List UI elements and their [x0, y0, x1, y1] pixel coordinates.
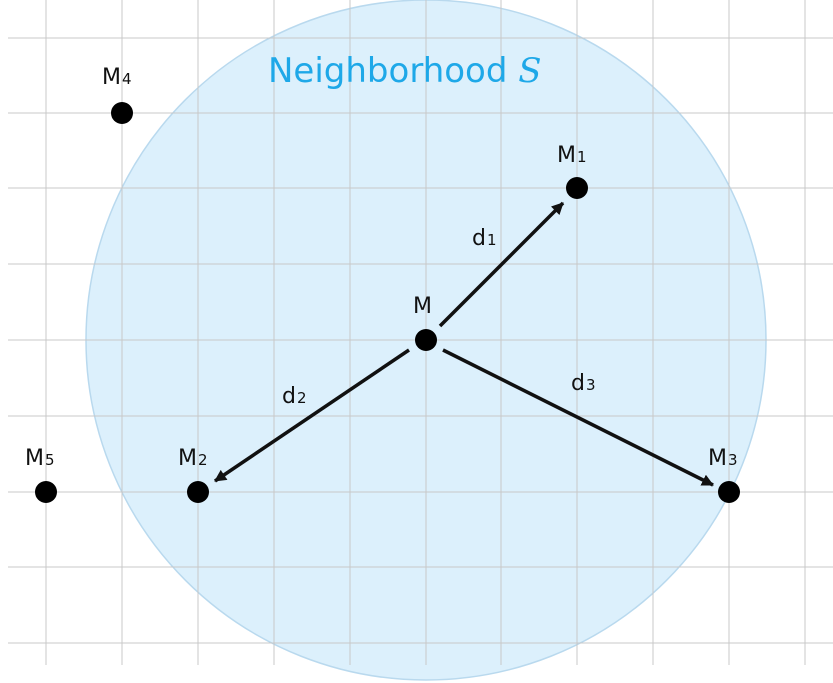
label-d2: d2 — [282, 384, 307, 409]
point-m5 — [35, 481, 57, 503]
label-m: M — [413, 294, 432, 319]
arrow-d2 — [214, 348, 410, 483]
label-m5: M5 — [25, 446, 55, 471]
neighborhood-title: Neighborhood S — [268, 51, 542, 91]
point-m2 — [187, 481, 209, 503]
label-d3: d3 — [571, 371, 596, 396]
grid — [8, 0, 833, 665]
arrow-d3 — [442, 348, 714, 487]
label-m1: M1 — [557, 143, 587, 168]
label-m4: M4 — [102, 65, 132, 90]
point-m3 — [718, 481, 740, 503]
label-d1: d1 — [472, 226, 497, 251]
point-m1 — [566, 177, 588, 199]
arrow-d1 — [438, 201, 565, 328]
label-m3: M3 — [708, 446, 738, 471]
point-m — [415, 329, 437, 351]
point-m4 — [111, 102, 133, 124]
label-m2: M2 — [178, 446, 208, 471]
